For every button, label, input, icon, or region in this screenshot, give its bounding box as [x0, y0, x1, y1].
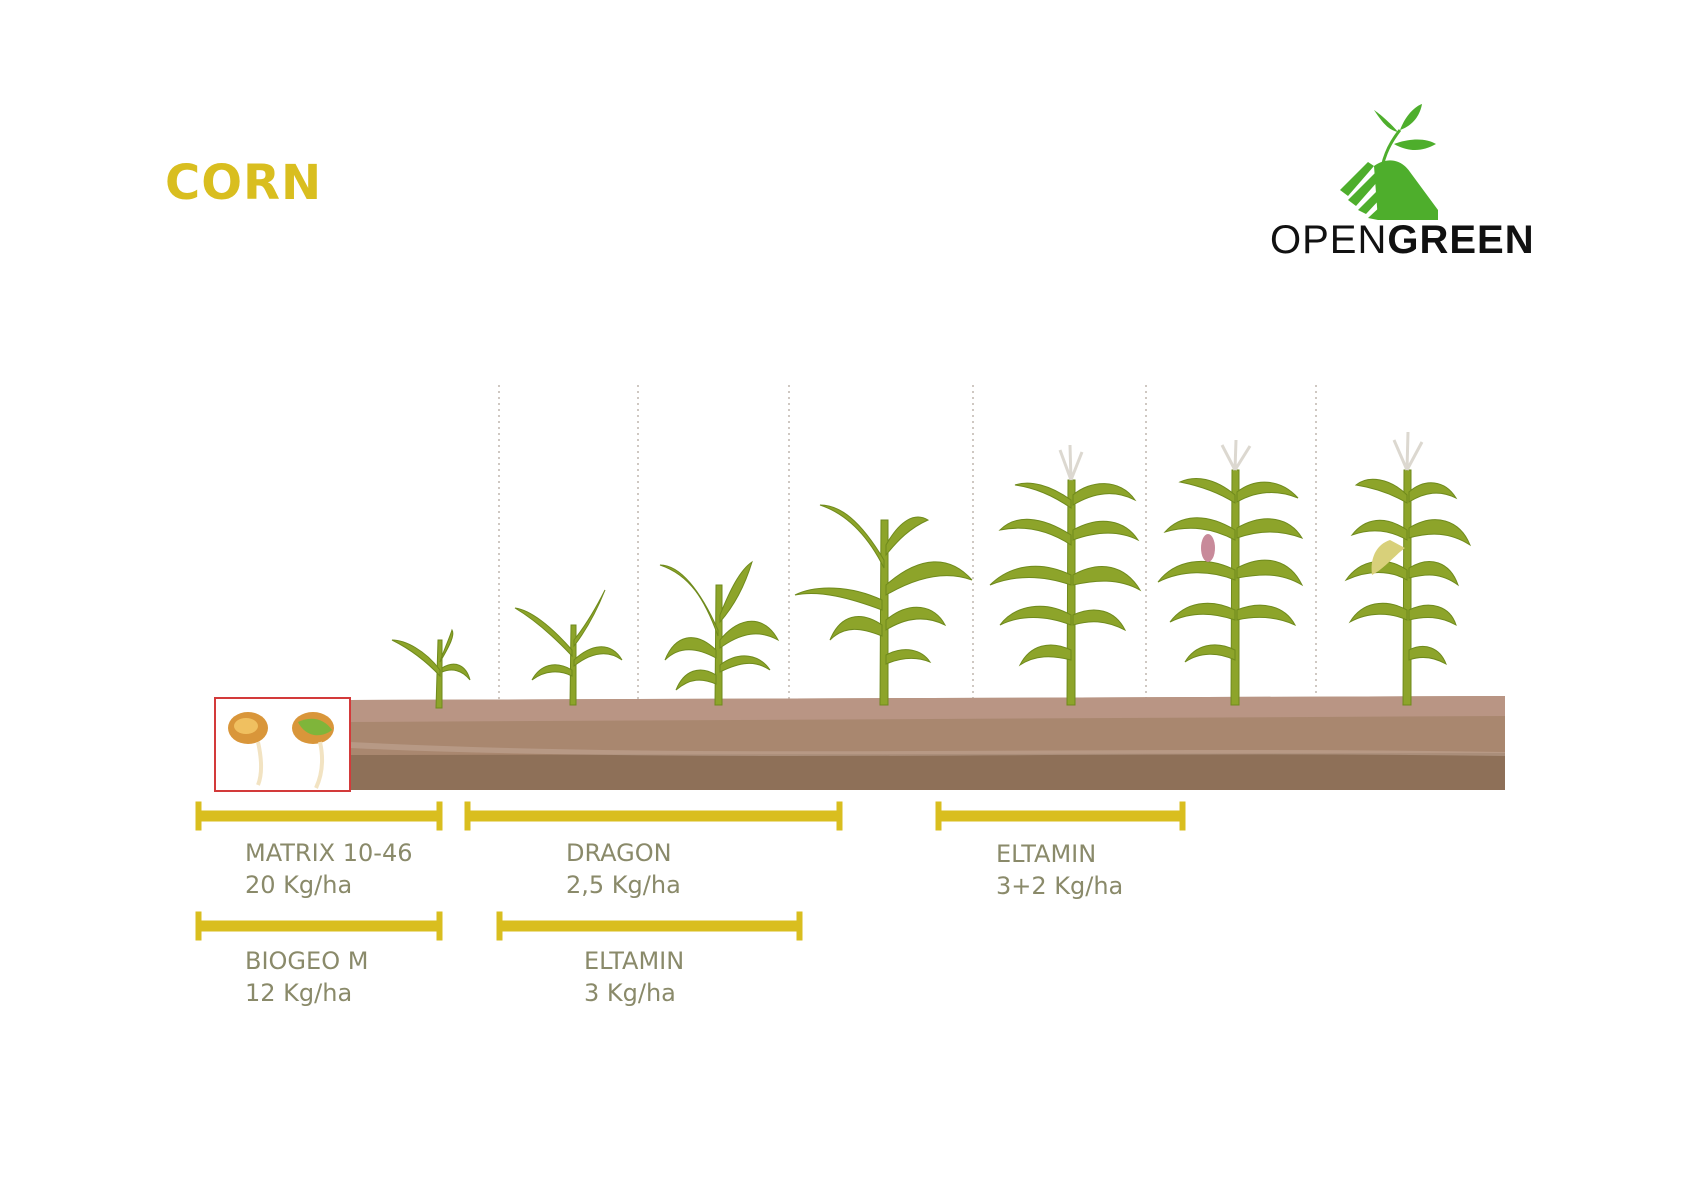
- product-name: ELTAMIN: [584, 947, 685, 975]
- plant-v3: [514, 589, 623, 706]
- bar-dragon: [464, 801, 843, 831]
- plant-v6: [659, 560, 780, 706]
- plant-emergence: [391, 628, 471, 709]
- plant-r1: [1157, 439, 1304, 706]
- product-name: ELTAMIN: [996, 840, 1097, 868]
- plant-v9: [794, 504, 973, 706]
- application-bars: [195, 801, 1186, 941]
- logo-text: OPENGREEN: [1270, 218, 1535, 262]
- seed-stage: [214, 697, 351, 792]
- product-dose: 2,5 Kg/ha: [566, 871, 681, 899]
- product-name: BIOGEO M: [245, 947, 369, 975]
- opengreen-logo: OPENGREEN: [1270, 100, 1540, 270]
- bar-biogeo: [195, 911, 443, 941]
- application-label-dragon: DRAGON 2,5 Kg/ha: [566, 837, 681, 901]
- product-dose: 3+2 Kg/ha: [996, 872, 1124, 900]
- corn-plants: [391, 431, 1472, 709]
- page-title: CORN: [165, 155, 323, 211]
- plant-vt: [989, 444, 1142, 706]
- application-label-matrix: MATRIX 10-46 20 Kg/ha: [245, 837, 412, 901]
- application-label-eltamin-2: ELTAMIN 3+2 Kg/ha: [996, 838, 1123, 902]
- product-name: MATRIX 10-46: [245, 839, 413, 867]
- soil: [350, 696, 1505, 790]
- hand-sprout-icon: [1340, 104, 1438, 220]
- product-name: DRAGON: [566, 839, 672, 867]
- bar-eltamin-1: [496, 911, 803, 941]
- product-dose: 3 Kg/ha: [584, 979, 676, 1007]
- bar-eltamin-2: [935, 801, 1186, 831]
- product-dose: 20 Kg/ha: [245, 871, 353, 899]
- product-dose: 12 Kg/ha: [245, 979, 353, 1007]
- bar-matrix: [195, 801, 443, 831]
- application-label-eltamin-1: ELTAMIN 3 Kg/ha: [584, 945, 684, 1009]
- application-label-biogeo: BIOGEO M 12 Kg/ha: [245, 945, 368, 1009]
- plant-r2: [1344, 431, 1472, 706]
